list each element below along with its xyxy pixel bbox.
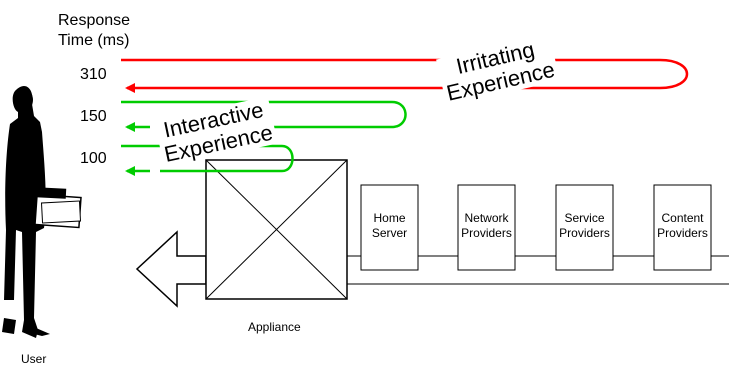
appliance-label: Appliance [248, 320, 301, 334]
appliance-box [205, 159, 348, 300]
user-silhouette [2, 86, 50, 338]
service-providers-box [555, 184, 614, 271]
service-providers-label: Service Providers [559, 211, 610, 240]
books-icon [34, 187, 82, 229]
home-server-box [360, 184, 419, 271]
content-providers-label: Content Providers [657, 211, 708, 240]
content-providers-box [653, 184, 712, 271]
home-server-label: Home Server [371, 211, 408, 240]
output-arrow [135, 230, 207, 308]
tick-100: 100 [80, 150, 107, 167]
network-providers-box [457, 184, 516, 271]
interactive-loop-150 [121, 100, 407, 132]
interactive-loop-100 [121, 144, 294, 176]
tick-150: 150 [80, 108, 107, 125]
network-providers-label: Network Providers [461, 211, 512, 240]
axis-title: Response Time (ms) [58, 12, 131, 49]
tick-310: 310 [80, 66, 107, 83]
user-label: User [21, 352, 47, 366]
irritating-loop [121, 58, 689, 93]
